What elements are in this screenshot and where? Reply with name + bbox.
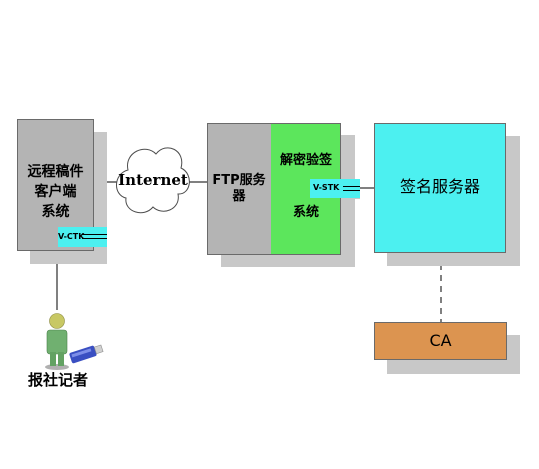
ftp-label-line-2: 器 — [232, 189, 246, 204]
client-label-line-1: 远程稿件 — [27, 164, 84, 180]
ftp-label: FTP服务 器 — [207, 171, 271, 207]
ca-label: CA — [429, 331, 452, 350]
internet-label: Internet — [118, 171, 188, 189]
ftp-box — [207, 123, 271, 255]
client-label-line-2: 客户端 — [34, 184, 77, 200]
reporter-label: 报社记者 — [28, 371, 89, 389]
verify-token-stripe-2 — [343, 190, 360, 191]
sign-server-node: 签名服务器 — [374, 123, 520, 266]
ftp-label-line-1: FTP服务 — [212, 173, 266, 188]
person-icon — [45, 313, 69, 370]
sign-server-box — [374, 123, 506, 253]
reporter-node: 报社记者 — [28, 312, 108, 394]
ftp-verify-node: FTP服务 器 解密验签 系统 V-STK — [207, 123, 360, 267]
internet-cloud: Internet — [114, 140, 192, 220]
client-token-tag: V-CTK — [58, 232, 85, 241]
client-token-stripe-2 — [82, 238, 107, 239]
client-system-node: 远程稿件 客户端 系统 V-CTK — [17, 119, 107, 264]
cloud-icon — [116, 147, 190, 214]
verify-token-stripe-1 — [343, 186, 360, 187]
verify-token-tag: V-STK — [313, 183, 340, 192]
ca-box — [374, 322, 507, 360]
ca-node: CA — [374, 322, 520, 374]
verify-token: V-STK — [310, 179, 360, 198]
sign-server-label: 签名服务器 — [399, 177, 480, 196]
client-token: V-CTK — [58, 227, 107, 247]
verify-label-bottom: 系统 — [292, 205, 319, 220]
verify-label-top: 解密验签 — [279, 153, 332, 168]
client-token-stripe-1 — [82, 234, 107, 235]
client-label-line-3: 系统 — [41, 204, 70, 220]
client-label: 远程稿件 客户端 系统 — [17, 162, 94, 222]
usb-key-icon — [69, 344, 104, 364]
